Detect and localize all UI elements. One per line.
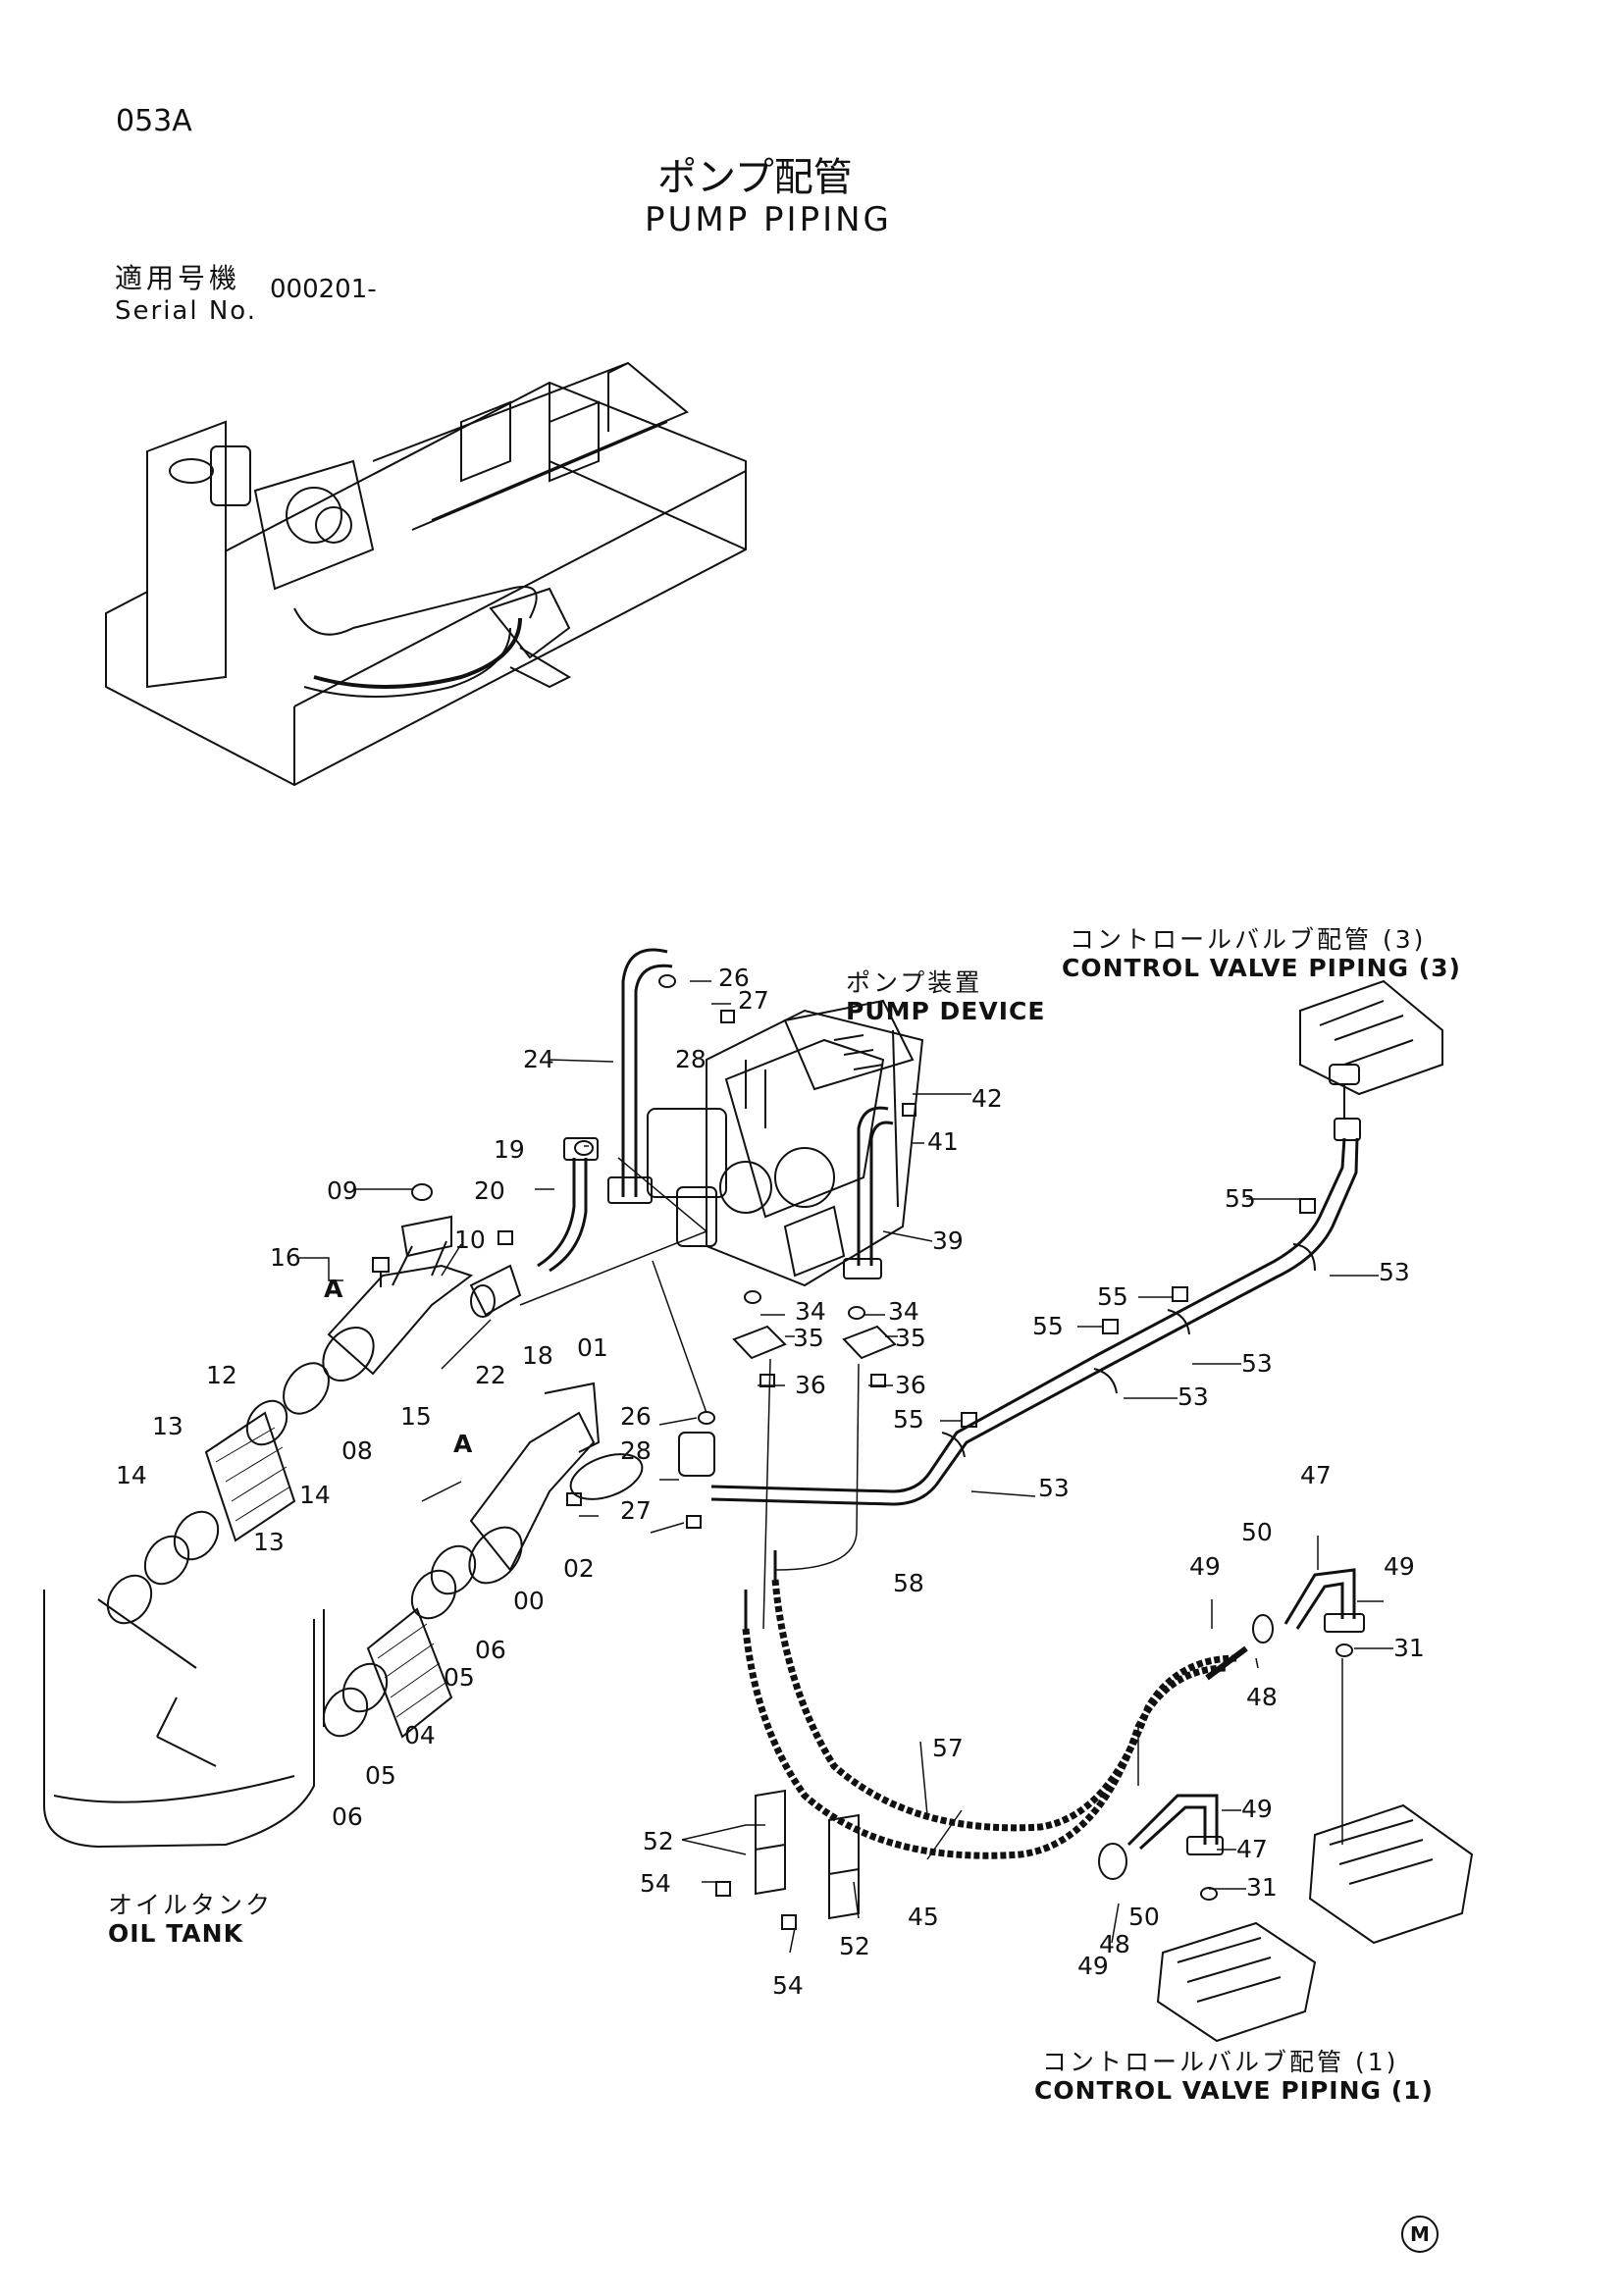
small-fittings (372, 974, 1353, 1930)
part-number: 27 (738, 986, 769, 1015)
leader-lines (299, 980, 1393, 1954)
part-number: 54 (772, 1971, 804, 2000)
part-number: 31 (1393, 1634, 1425, 1662)
part-number: 41 (927, 1127, 959, 1156)
part-number: 06 (475, 1636, 506, 1664)
part-number: 06 (332, 1802, 363, 1831)
part-number: 13 (152, 1412, 183, 1440)
ref-a-label: A (453, 1430, 473, 1458)
part-number: 53 (1379, 1258, 1410, 1286)
part-number: 36 (795, 1371, 826, 1399)
part-number: 34 (888, 1297, 919, 1326)
oil-tank-label: OIL TANK (108, 1919, 243, 1948)
part-number: 15 (400, 1402, 432, 1431)
part-number: 50 (1128, 1903, 1160, 1931)
part-number: 19 (494, 1135, 525, 1164)
hose-04 (366, 1607, 453, 1739)
part-number: 47 (1300, 1461, 1332, 1489)
hose-clamps (106, 1362, 477, 1738)
suction-tube-00 (468, 1382, 601, 1585)
part-number: 49 (1189, 1552, 1221, 1581)
part-number: 18 (522, 1341, 553, 1370)
part-number: 09 (327, 1176, 358, 1205)
part-numbers: 24 26 27 28 42 41 39 34 34 35 35 36 36 1… (116, 964, 1425, 2000)
part-number: 08 (341, 1436, 373, 1465)
part-number: 05 (365, 1761, 396, 1790)
part-number: 26 (620, 1402, 652, 1431)
oil-tank-label-ja: オイルタンク (108, 1891, 274, 1919)
serial-label: Serial No. (115, 296, 257, 326)
part-number: 42 (971, 1084, 1003, 1113)
serial-label-ja: 適用号機 (115, 262, 241, 294)
part-number: 47 (1236, 1835, 1268, 1863)
hose-12 (204, 1411, 296, 1542)
part-number: 00 (513, 1587, 545, 1615)
part-number: 39 (932, 1226, 964, 1255)
part-number: 54 (640, 1869, 671, 1898)
cv1-label-ja: コントロールバルブ配管 (1) (1042, 2048, 1399, 2076)
part-number: 34 (795, 1297, 826, 1326)
part-number: 02 (563, 1554, 595, 1583)
part-number: 22 (475, 1361, 506, 1389)
part-number: 49 (1241, 1795, 1273, 1823)
part-number: 20 (474, 1176, 505, 1205)
pump-device-drawing (647, 999, 924, 1287)
suction-tube-08 (322, 1215, 474, 1382)
control-valve-3-drawing (1299, 979, 1443, 1119)
part-number: 58 (893, 1569, 924, 1597)
page-title: PUMP PIPING (645, 200, 892, 239)
cv3-label-ja: コントロールバルブ配管 (3) (1070, 925, 1427, 954)
part-number: 24 (523, 1045, 554, 1073)
part-number: 10 (454, 1226, 486, 1254)
part-number: 36 (895, 1371, 926, 1399)
part-number: 35 (793, 1324, 824, 1352)
hose-45-57 (742, 1550, 1248, 1859)
part-number: 28 (675, 1045, 707, 1073)
part-number: 16 (270, 1243, 301, 1272)
part-number: 50 (1241, 1518, 1273, 1546)
pump-device-label-ja: ポンプ装置 (846, 968, 983, 997)
part-number: 52 (839, 1932, 870, 1960)
part-number: 01 (577, 1333, 608, 1362)
cv1-label: CONTROL VALVE PIPING (1) (1034, 2076, 1434, 2105)
part-number: 49 (1384, 1552, 1415, 1581)
part-number: 53 (1178, 1383, 1209, 1411)
part-number: 13 (253, 1528, 285, 1556)
part-number: 55 (1225, 1184, 1256, 1213)
ref-a-label: A (324, 1275, 343, 1303)
part-number: 57 (932, 1734, 964, 1762)
part-number: 55 (893, 1405, 924, 1434)
part-number: 45 (908, 1903, 939, 1931)
part-number: 49 (1077, 1952, 1109, 1980)
part-number: 27 (620, 1496, 652, 1525)
part-number: 55 (1032, 1312, 1064, 1340)
oil-tank-outline (43, 1590, 325, 1849)
part-number: 12 (206, 1361, 237, 1389)
serial-value: 000201- (270, 275, 377, 304)
part-number: 05 (444, 1663, 475, 1692)
maker-mark-icon: M (1401, 2216, 1439, 2253)
part-number: 14 (116, 1461, 147, 1489)
cv3-label: CONTROL VALVE PIPING (3) (1062, 954, 1461, 982)
part-number: 28 (620, 1436, 652, 1465)
part-number: 35 (895, 1324, 926, 1352)
part-number: 26 (718, 964, 750, 992)
part-number: 52 (643, 1827, 674, 1855)
part-number: 48 (1099, 1930, 1130, 1958)
machine-overview-sketch (105, 361, 747, 787)
control-valve-1-drawing (1156, 1803, 1474, 2043)
part-number: 55 (1097, 1282, 1128, 1311)
drawing-code: 053A (116, 104, 192, 138)
part-number: 14 (299, 1481, 331, 1509)
part-number: 31 (1246, 1873, 1278, 1902)
part-number: 48 (1246, 1683, 1278, 1711)
part-number: 53 (1038, 1474, 1070, 1502)
page-title-ja: ポンプ配管 (657, 155, 853, 200)
part-number: 04 (404, 1721, 436, 1749)
part-number: 53 (1241, 1349, 1273, 1378)
